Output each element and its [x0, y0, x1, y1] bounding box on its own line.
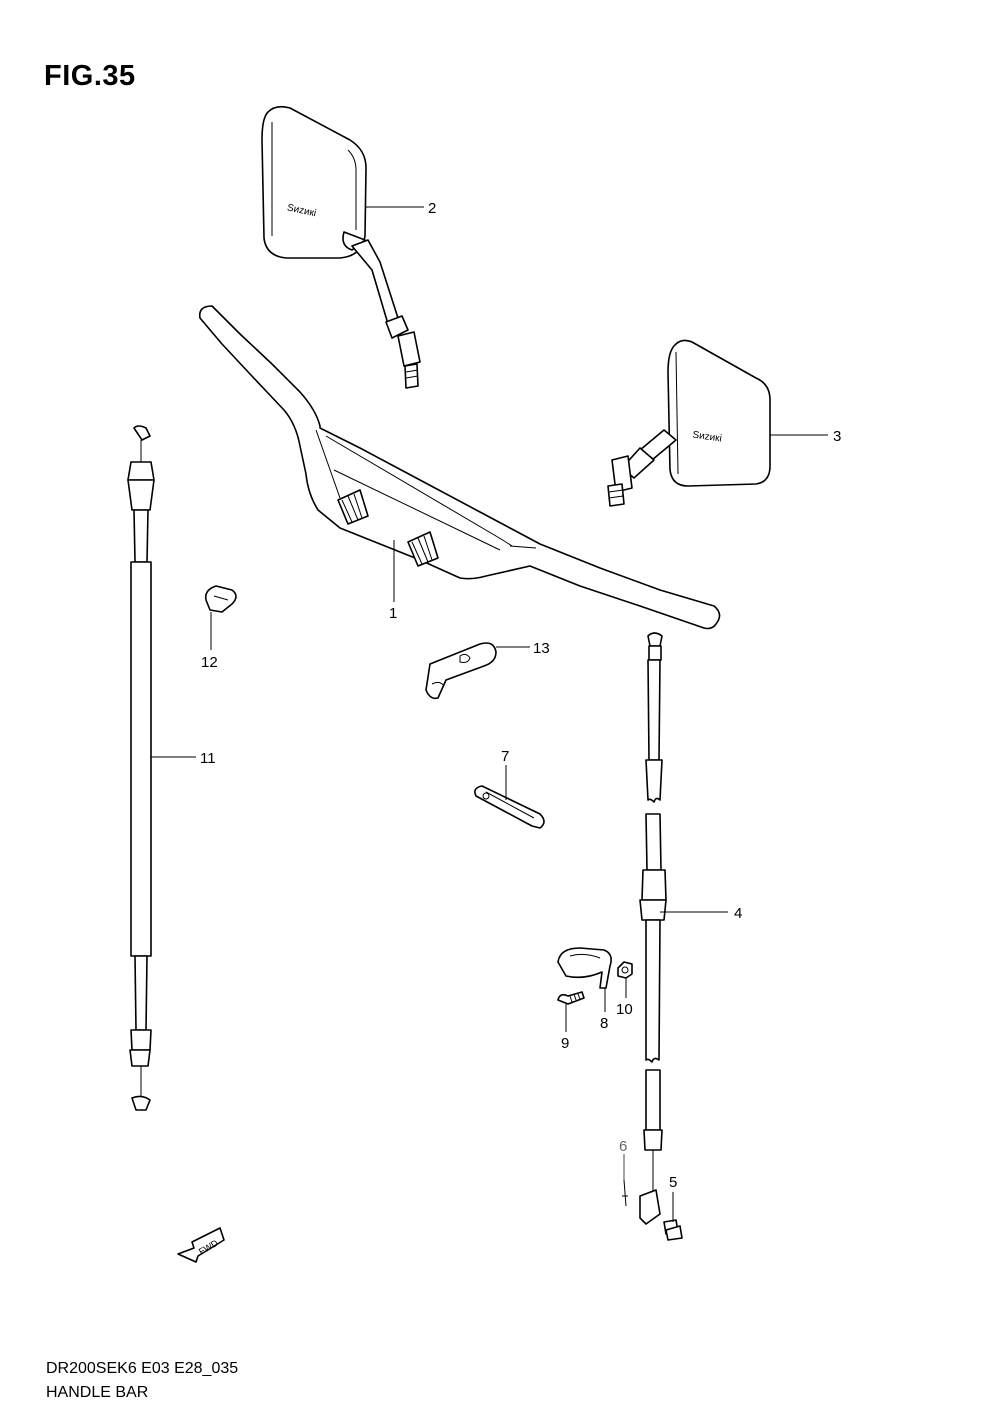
fwd-arrow-icon: FWD	[177, 1227, 225, 1263]
leader-lines	[151, 206, 828, 1222]
callout-7: 7	[501, 748, 509, 765]
svg-text:Ѕиzикі: Ѕиzикі	[692, 430, 723, 445]
callout-13: 13	[533, 640, 550, 657]
holder-7[interactable]	[474, 785, 545, 829]
callout-4: 4	[734, 905, 742, 922]
clamp-8[interactable]	[557, 947, 612, 989]
mirror-left[interactable]: Ѕиzикі	[261, 105, 421, 389]
model-code: DR200SEK6 E03 E28_035	[46, 1360, 239, 1377]
callout-9: 9	[561, 1035, 569, 1052]
handle-bar[interactable]	[198, 305, 721, 630]
bracket-13[interactable]	[425, 642, 497, 700]
diagram-name: HANDLE BAR	[46, 1384, 149, 1401]
pin-6[interactable]	[622, 1179, 628, 1207]
cable-right[interactable]	[639, 632, 667, 1225]
callout-5: 5	[669, 1174, 677, 1191]
callout-10: 10	[616, 1001, 633, 1018]
nut-10[interactable]	[617, 961, 633, 979]
callout-3: 3	[833, 428, 841, 445]
figure-title: FIG.35	[44, 60, 136, 92]
callout-2: 2	[428, 200, 436, 217]
cable-clamp-12[interactable]	[204, 585, 237, 613]
screw-5[interactable]	[663, 1219, 683, 1241]
mirror-right[interactable]: Ѕиzикі	[607, 339, 771, 507]
callout-12: 12	[201, 654, 218, 671]
cable-left[interactable]	[127, 425, 155, 1111]
callout-6: 6	[619, 1138, 627, 1155]
callout-1: 1	[389, 605, 397, 622]
callout-8: 8	[600, 1015, 608, 1032]
screw-9[interactable]	[557, 991, 585, 1005]
callout-11: 11	[200, 750, 216, 767]
